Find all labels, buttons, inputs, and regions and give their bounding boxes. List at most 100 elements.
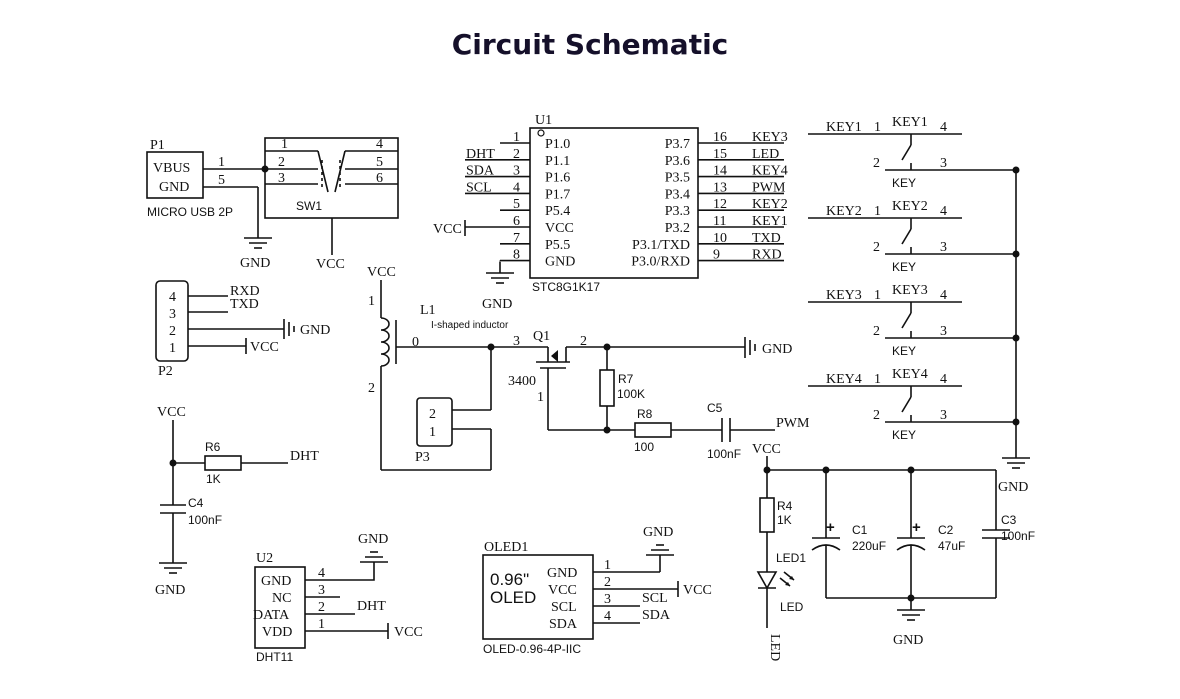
u1-net-key3: KEY3 <box>752 130 788 145</box>
u2-dht11: U2 DHT11 GND NC DATA VDD 4 3 2 1 <box>253 551 388 664</box>
key-pin-1: 1 <box>874 288 881 303</box>
p1-pin-vbus: VBUS <box>153 161 190 176</box>
sw1-pin-2: 2 <box>278 155 285 170</box>
q1-pin3: 3 <box>513 334 520 349</box>
c3-ref: C3 <box>1001 513 1017 527</box>
oled-module: OLED1 0.96" OLED OLED-0.96-4P-IIC GND VC… <box>482 540 678 656</box>
p2-pin-3: 3 <box>169 307 176 322</box>
u1-pin-num-2: 2 <box>513 147 520 162</box>
c1-polarity: + <box>826 519 835 536</box>
u1-pin-name-1: P1.0 <box>545 137 570 152</box>
gnd-label-oled: GND <box>643 525 673 540</box>
u2-pin-num-2: 2 <box>318 600 325 615</box>
key-pin-2: 2 <box>873 408 880 423</box>
gnd-label-u2: GND <box>358 532 388 547</box>
u1-pin-name-2: P1.1 <box>545 154 570 169</box>
u1-pin-name-6: VCC <box>545 221 574 236</box>
key-label: KEY <box>892 176 916 190</box>
key-label: KEY <box>892 260 916 274</box>
oled-ref: OLED1 <box>484 540 528 555</box>
sw1-pin-5: 5 <box>376 155 383 170</box>
p2-pin-4: 4 <box>169 290 176 305</box>
p1-n5: 5 <box>218 173 225 188</box>
key-pin-1: 1 <box>874 204 881 219</box>
vcc-label-r6: VCC <box>157 405 186 420</box>
gnd-label-c4: GND <box>155 583 185 598</box>
c2-ref: C2 <box>938 523 954 537</box>
key-pin-3: 3 <box>940 156 947 171</box>
key-pin-1: 1 <box>874 372 881 387</box>
dht-label-r6: DHT <box>290 449 319 464</box>
r8-resistor: R8 100 <box>634 407 672 454</box>
key-pin-3: 3 <box>940 240 947 255</box>
u1-net-key1: KEY1 <box>752 214 788 229</box>
vcc-label-u2: VCC <box>394 625 423 640</box>
p2-net-gnd: GND <box>300 323 330 338</box>
u1-net-txd: TXD <box>752 231 781 246</box>
r8-value: 100 <box>634 440 654 454</box>
u1-pin-name-11: P3.2 <box>665 221 690 236</box>
p2-pin-1: 1 <box>169 341 176 356</box>
l1-pin1: 1 <box>368 294 375 309</box>
led1-diode: LED1 LED <box>756 551 806 614</box>
key-ref: KEY1 <box>892 115 928 130</box>
p2-net-txd: TXD <box>230 297 259 312</box>
vcc-label-rail: VCC <box>752 442 781 457</box>
u1-pin-num-3: 3 <box>513 164 520 179</box>
oled-pin-name-vcc: VCC <box>548 583 577 598</box>
c1-ref: C1 <box>852 523 868 537</box>
p2-net-vcc: VCC <box>250 340 279 355</box>
q1-mosfet: Q1 2 3 1 3400 <box>508 329 587 430</box>
u1-pin-num-13: 13 <box>713 180 727 195</box>
u1-pin-num-12: 12 <box>713 197 727 212</box>
u1-net-sda: SDA <box>466 164 495 179</box>
u2-pin-num-1: 1 <box>318 617 325 632</box>
u2-part: DHT11 <box>256 650 293 664</box>
sda-label-oled: SDA <box>642 608 671 623</box>
oled-size: 0.96" <box>490 570 529 589</box>
u2-pin-name-data: DATA <box>253 608 290 623</box>
u1-pin-num-9: 9 <box>713 248 720 263</box>
oled-pin-name-sda: SDA <box>549 617 578 632</box>
key-pin-4: 4 <box>940 120 947 135</box>
l1-inductor: VCC 1 2 0 L1 I-shaped inductor <box>367 265 509 471</box>
c2-polarity: + <box>912 519 921 536</box>
sw1-ref: SW1 <box>296 199 322 213</box>
sw1-switch: 1 2 3 4 5 6 SW1 <box>264 137 399 219</box>
u1-pin-name-12: P3.3 <box>665 204 690 219</box>
c5-value: 100nF <box>707 447 741 461</box>
c2-value: 47uF <box>938 539 965 553</box>
p3-ref: P3 <box>415 450 430 465</box>
key-pin-2: 2 <box>873 156 880 171</box>
u1-pin-num-1: 1 <box>513 130 520 145</box>
vcc-label-oled: VCC <box>683 583 712 598</box>
key-label: KEY <box>892 428 916 442</box>
p1-pin-gnd: GND <box>159 180 189 195</box>
p2-pin-2: 2 <box>169 324 176 339</box>
u1-pin-name-13: P3.4 <box>665 187 690 202</box>
key-net-label: KEY1 <box>826 120 862 135</box>
sw1-pin-6: 6 <box>376 171 383 186</box>
c3-capacitor: C3 100nF <box>982 470 1035 598</box>
u2-pin-name-gnd: GND <box>261 574 291 589</box>
u1-net-rxd: RXD <box>752 248 782 263</box>
page-title: Circuit Schematic <box>451 28 729 61</box>
c1-capacitor: + C1 220uF <box>811 470 886 598</box>
p3-connector: 2 1 P3 <box>415 397 453 465</box>
u1-pin-num-11: 11 <box>713 214 726 229</box>
c4-ref: C4 <box>188 496 204 510</box>
pwm-label-c5: PWM <box>776 416 810 431</box>
u1-pin-name-4: P1.7 <box>545 187 570 202</box>
key-ref: KEY2 <box>892 199 928 214</box>
dht-label-u2: DHT <box>357 599 386 614</box>
u2-pin-num-4: 4 <box>318 566 325 581</box>
u1-net-key4: KEY4 <box>752 164 788 179</box>
c4-capacitor: C4 100nF <box>160 496 222 527</box>
oled-pin-num-2: 2 <box>604 575 611 590</box>
c4-value: 100nF <box>188 513 222 527</box>
u1-pin-num-5: 5 <box>513 197 520 212</box>
